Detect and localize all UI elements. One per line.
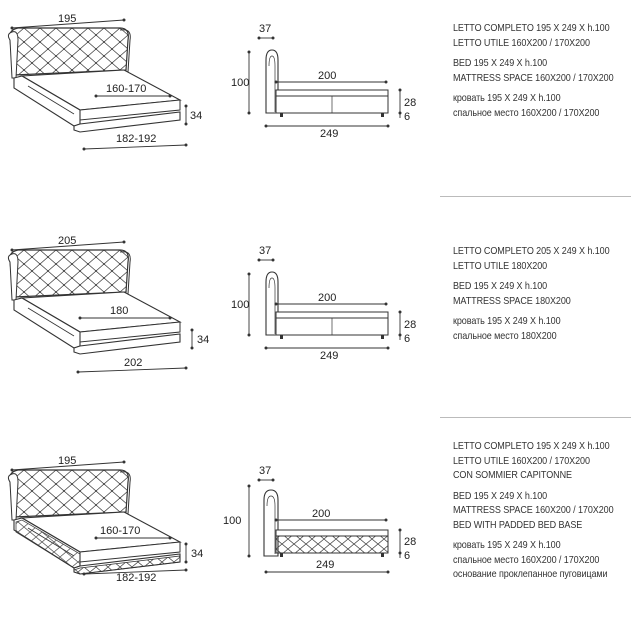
s3-mattress-label: 160-170 [100, 525, 140, 537]
s1-mattress-len-label: 200 [318, 70, 336, 82]
s1-head-height-label: 100 [231, 77, 249, 89]
spec-line: BED 195 X 249 X h.100 [453, 57, 548, 69]
s2-foot-h-label: 6 [404, 333, 410, 345]
s1-mattress-label: 160-170 [106, 83, 146, 95]
spec-russian: кровать 195 X 249 X h.100 спальное место… [453, 91, 614, 120]
divider [440, 417, 631, 418]
s2-spec: LETTO COMPLETO 205 X 249 X h.100 LETTO U… [453, 244, 610, 349]
s2-head-height-label: 100 [231, 299, 249, 311]
s2-head-depth-label: 37 [259, 245, 271, 257]
spec-line: BED 195 X 249 X h.100 [453, 489, 548, 502]
s2-base-label: 202 [124, 357, 142, 369]
spec-italian: LETTO COMPLETO 205 X 249 X h.100 LETTO U… [453, 244, 610, 273]
s3-height-label: 34 [191, 548, 203, 560]
s3-base-label: 182-192 [116, 572, 156, 584]
s3-spec: LETTO COMPLETO 195 X 249 X h.100 LETTO U… [453, 439, 614, 588]
s3-frame-h-label: 28 [404, 536, 416, 548]
s3-foot-h-label: 6 [404, 550, 410, 562]
s2-total-len-label: 249 [320, 350, 338, 362]
spec-line: CON SOMMIER CAPITONNE [453, 469, 572, 481]
spec-english: BED 195 X 249 X h.100 MATTRESS SPACE 180… [453, 279, 610, 308]
s2-height-label: 34 [197, 334, 209, 346]
s1-base-label: 182-192 [116, 133, 156, 145]
spec-line: LETTO COMPLETO 205 X 249 X h.100 [453, 245, 610, 257]
spec-russian: кровать 195 X 249 X h.100 спальное место… [453, 538, 614, 582]
s1-foot-h-label: 6 [404, 111, 410, 123]
s2-frame-h-label: 28 [404, 319, 416, 331]
s3-head-depth-label: 37 [259, 465, 271, 477]
s1-height-label: 34 [190, 110, 202, 122]
section-2-perspective: 205 180 202 34 [7, 235, 209, 374]
s3-head-height-label: 100 [223, 515, 241, 527]
s1-head-depth-label: 37 [259, 23, 271, 35]
spec-line: спальное место 160X200 / 170X200 [453, 106, 600, 119]
section-3-perspective: 195 160-170 182-192 34 [7, 455, 203, 584]
s2-width-label: 205 [58, 235, 76, 247]
spec-russian: кровать 195 X 249 X h.100 спальное место… [453, 314, 610, 343]
spec-line: LETTO UTILE 160X200 / 170X200 [453, 454, 590, 467]
spec-line: LETTO COMPLETO 195 X 249 X h.100 [453, 22, 610, 34]
section-2-side-view: 37 100 200 249 28 6 [231, 245, 416, 362]
spec-line: кровать 195 X 249 X h.100 [453, 539, 561, 551]
spec-line: основание проклепанное пуговицами [453, 568, 608, 580]
spec-line: LETTO COMPLETO 195 X 249 X h.100 [453, 440, 610, 452]
s1-total-len-label: 249 [320, 128, 338, 140]
s2-mattress-len-label: 200 [318, 292, 336, 304]
spec-english: BED 195 X 249 X h.100 MATTRESS SPACE 160… [453, 56, 614, 85]
spec-english: BED 195 X 249 X h.100 MATTRESS SPACE 160… [453, 489, 614, 533]
spec-line: LETTO UTILE 180X200 [453, 259, 548, 272]
s2-mattress-label: 180 [110, 305, 128, 317]
spec-line: MATTRESS SPACE 160X200 / 170X200 [453, 71, 614, 84]
spec-line: кровать 195 X 249 X h.100 [453, 315, 561, 327]
spec-line: кровать 195 X 249 X h.100 [453, 92, 561, 104]
spec-line: BED 195 X 249 X h.100 [453, 280, 548, 292]
spec-line: спальное место 160X200 / 170X200 [453, 553, 600, 566]
s1-spec: LETTO COMPLETO 195 X 249 X h.100 LETTO U… [453, 21, 614, 126]
section-1-side-view: 37 100 200 249 28 6 [231, 23, 416, 140]
spec-italian: LETTO COMPLETO 195 X 249 X h.100 LETTO U… [453, 21, 614, 50]
s3-total-len-label: 249 [316, 559, 334, 571]
section-3-side-view: 37 100 200 249 28 6 [223, 465, 416, 574]
spec-italian: LETTO COMPLETO 195 X 249 X h.100 LETTO U… [453, 439, 614, 483]
spec-line: MATTRESS SPACE 180X200 [453, 294, 571, 307]
spec-line: BED WITH PADDED BED BASE [453, 518, 583, 531]
s3-width-label: 195 [58, 455, 76, 467]
section-1-perspective: 195 160-170 182-192 34 [7, 13, 202, 151]
divider [440, 196, 631, 197]
spec-line: LETTO UTILE 160X200 / 170X200 [453, 36, 590, 49]
s1-width-label: 195 [58, 13, 76, 25]
s3-mattress-len-label: 200 [312, 508, 330, 520]
s1-frame-h-label: 28 [404, 97, 416, 109]
spec-line: спальное место 180X200 [453, 329, 557, 342]
spec-line: MATTRESS SPACE 160X200 / 170X200 [453, 504, 614, 516]
